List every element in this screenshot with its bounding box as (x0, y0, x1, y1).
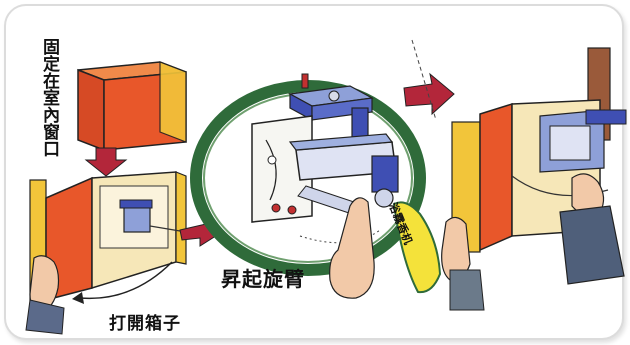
spray-plume (392, 201, 442, 294)
open-motion-curve (79, 261, 173, 300)
arrow-down-icon (84, 147, 128, 177)
floating-box (77, 61, 187, 152)
hand-right-lower (441, 216, 485, 311)
hand-center (329, 197, 375, 299)
label-fix-to-window: 固定在室內窗口 (39, 38, 59, 157)
hand-right-upper (559, 173, 625, 285)
label-open-box: 打開箱子 (109, 314, 181, 334)
hand-left (25, 255, 65, 335)
label-raise-arm: 昇起旋臂 (221, 267, 305, 291)
curve-arrowhead-icon (72, 292, 84, 304)
arrow-right-top-icon (403, 72, 455, 116)
